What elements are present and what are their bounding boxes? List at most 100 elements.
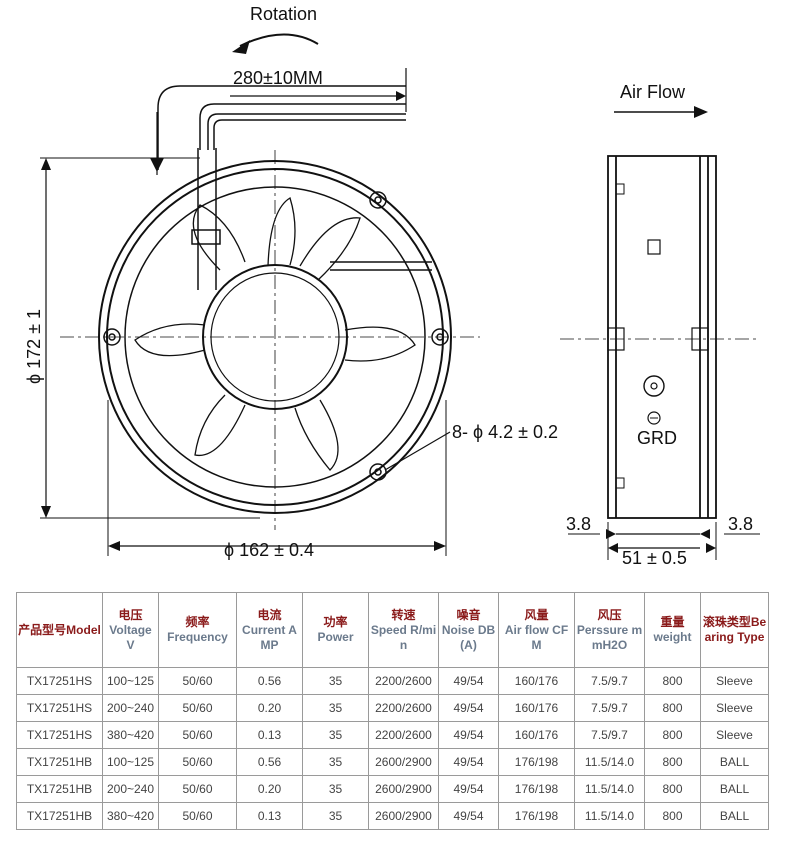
rotation-label: Rotation — [250, 4, 317, 24]
rotation-arrowhead — [232, 40, 250, 54]
column-header-en: Power — [317, 630, 354, 644]
table-cell: 160/176 — [498, 667, 575, 695]
fan-side-view — [607, 155, 717, 519]
table-cell: 800 — [644, 775, 701, 803]
table-cell: 800 — [644, 694, 701, 722]
table-cell: Sleeve — [700, 667, 769, 695]
column-header-en: Perssure mmH2O — [576, 622, 643, 652]
column-header-cn: 转速 — [391, 607, 416, 622]
table-cell: 2200/2600 — [368, 694, 439, 722]
column-header-cn: 风压 — [597, 607, 622, 622]
right-flange-label: 3.8 — [728, 514, 753, 534]
table-cell: TX17251HB — [16, 748, 103, 776]
table-cell: 11.5/14.0 — [574, 775, 645, 803]
column-header-cn: 频率 — [185, 615, 210, 629]
table-cell: 0.13 — [236, 802, 303, 830]
table-cell: 380~420 — [102, 721, 159, 749]
table-cell: 200~240 — [102, 775, 159, 803]
table-cell: 7.5/9.7 — [574, 694, 645, 722]
fan-strut — [330, 261, 432, 271]
table-cell: 11.5/14.0 — [574, 748, 645, 776]
table-cell: 200~240 — [102, 694, 159, 722]
column-header-en: Speed R/min — [370, 622, 437, 652]
fan-technical-drawing: Rotation 280±10MM Air Flow ϕ 172 ± 1 ϕ 1… — [24, 4, 760, 568]
table-cell: BALL — [700, 748, 769, 776]
column-header-cn: 功率 — [323, 615, 348, 629]
column-header-en: weight — [653, 630, 692, 644]
table-cell: 176/198 — [498, 775, 575, 803]
depth-dimension-label: 51 ± 0.5 — [622, 548, 687, 568]
column-header-cn: 产品型号Model — [18, 622, 101, 637]
table-cell: TX17251HS — [16, 694, 103, 722]
table-cell: 50/60 — [158, 802, 237, 830]
left-flange-label: 3.8 — [566, 514, 591, 534]
table-cell: 160/176 — [498, 694, 575, 722]
table-cell: 49/54 — [438, 667, 499, 695]
table-cell: 50/60 — [158, 748, 237, 776]
table-cell: 800 — [644, 802, 701, 830]
table-cell: BALL — [700, 802, 769, 830]
table-cell: 50/60 — [158, 694, 237, 722]
table-cell: 176/198 — [498, 802, 575, 830]
table-cell: 35 — [302, 748, 369, 776]
table-cell: TX17251HB — [16, 775, 103, 803]
column-header-cn: 噪音 — [456, 607, 481, 622]
table-cell: 800 — [644, 667, 701, 695]
table-cell: 7.5/9.7 — [574, 721, 645, 749]
table-cell: 800 — [644, 721, 701, 749]
column-header-cn: 电压 — [118, 607, 143, 622]
table-cell: 50/60 — [158, 775, 237, 803]
table-cell: 49/54 — [438, 802, 499, 830]
table-cell: 160/176 — [498, 721, 575, 749]
column-header-cn: 滚珠类型Bearing Type — [702, 615, 767, 644]
fan-blades — [134, 197, 416, 471]
column-header-cn: 风量 — [524, 607, 549, 622]
table-cell: 0.13 — [236, 721, 303, 749]
table-cell: TX17251HS — [16, 667, 103, 695]
mounting-holes — [103, 191, 449, 481]
table-cell: TX17251HB — [16, 802, 103, 830]
table-cell: 35 — [302, 721, 369, 749]
table-cell: TX17251HS — [16, 721, 103, 749]
height-dimension-label: ϕ 172 ± 1 — [24, 309, 44, 384]
table-cell: 100~125 — [102, 748, 159, 776]
lead-length-label: 280±10MM — [233, 68, 323, 88]
column-header-en: Current AMP — [242, 622, 297, 652]
column-header-en: Noise DB(A) — [441, 622, 496, 652]
table-cell: 0.20 — [236, 775, 303, 803]
table-cell: 800 — [644, 748, 701, 776]
table-cell: 380~420 — [102, 802, 159, 830]
ground-icon — [643, 375, 665, 397]
table-cell: BALL — [700, 775, 769, 803]
table-cell: 35 — [302, 694, 369, 722]
table-cell: 49/54 — [438, 721, 499, 749]
table-cell: 50/60 — [158, 667, 237, 695]
air-flow-label: Air Flow — [620, 82, 686, 102]
table-cell: 49/54 — [438, 748, 499, 776]
column-header: 产品型号Model — [16, 592, 103, 668]
table-cell: 2600/2900 — [368, 748, 439, 776]
table-cell: Sleeve — [700, 694, 769, 722]
table-cell: Sleeve — [700, 721, 769, 749]
ground-label: GRD — [637, 428, 677, 448]
column-header-cn: 电流 — [257, 607, 282, 622]
table-cell: 100~125 — [102, 667, 159, 695]
column-header-cn: 重量 — [660, 615, 685, 629]
diameter-dimension-label: ϕ 162 ± 0.4 — [224, 540, 314, 560]
table-cell: 49/54 — [438, 694, 499, 722]
lead-wire — [199, 103, 406, 150]
